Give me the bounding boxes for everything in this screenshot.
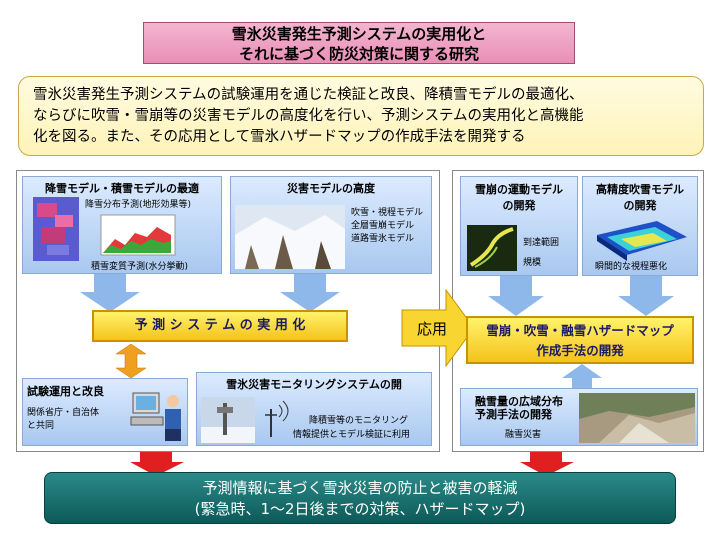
avalanche-title-line-1: 雪崩の運動モデル: [475, 183, 563, 196]
blizzard-model-box: 高精度吹雪モデル の開発 瞬間的な視程悪化: [582, 176, 698, 276]
down-arrow-snow-model: [80, 274, 140, 312]
landslide-photo: [579, 393, 695, 443]
avalanche-model-box: 雪崩の運動モデル の開発 到達範囲 規模: [460, 176, 578, 276]
summary-box: 雪氷災害発生予測システムの試験運用を通じた検証と改良、降積雪モデルの最適化、 な…: [18, 76, 704, 156]
trial-title: 試験運用と改良: [27, 385, 104, 398]
page-title: 雪氷災害発生予測システムの実用化と それに基づく防災対策に関する研究: [143, 22, 575, 64]
computer-user-icon: [130, 392, 181, 441]
monitoring-title: 雪氷災害モニタリングシステムの開: [226, 378, 402, 391]
snowmelt-item-1: 融雪災害: [505, 430, 542, 440]
bidirectional-arrow: [115, 343, 147, 379]
snow-model-title: 降雪モデル・積雪モデルの最適: [45, 182, 199, 195]
prediction-system-bar: 予 測 シ ス テ ム の 実 用 化: [92, 310, 348, 342]
avalanche-item-1: 到達範囲: [523, 238, 560, 248]
summary-line-1: 雪氷災害発生予測システムの試験運用を通じた検証と改良、降積雪モデルの最適化、: [33, 87, 584, 103]
hazard-map-line-2: 作成手法の開発: [536, 343, 624, 358]
snowfall-map-image: [33, 197, 79, 261]
hazard-map-line-1: 雪崩・吹雪・融雪ハザードマップ: [486, 323, 674, 338]
summary-line-3: 化を図る。また、その応用として雪氷ハザードマップの作成手法を開発する: [33, 129, 526, 145]
trial-line-1: 関係省庁・自治体: [27, 408, 100, 418]
down-arrows-right: [488, 276, 674, 316]
outcome-line-1: 予測情報に基づく雪氷災害の防止と被害の軽減: [202, 479, 518, 497]
disaster-model-title: 災害モデルの高度: [287, 182, 375, 195]
outcome-line-2: (緊急時、1～2日後までの対策、ハザードマップ): [194, 500, 526, 518]
blizzard-simulation-image: [597, 221, 687, 261]
title-line-1: 雪氷災害発生予測システムの実用化と: [231, 25, 487, 43]
monitoring-box: 雪氷災害モニタリングシステムの開 降積雪等のモニタリング 情報提供とモデル検証に…: [196, 372, 432, 446]
snow-profile-graph: [100, 214, 176, 256]
snow-model-note-2: 積雪変質予測(水分挙動): [91, 262, 189, 272]
prediction-system-label: 予 測 シ ス テ ム の 実 用 化: [134, 318, 306, 333]
blizzard-title-line-1: 高精度吹雪モデル: [596, 183, 684, 196]
avalanche-title-line-2: の開発: [502, 199, 536, 212]
disaster-model-item-1: 吹雪・視程モデル: [351, 208, 424, 218]
snowmelt-title-line-1: 融雪量の広域分布: [475, 395, 563, 408]
snow-model-note-1: 降雪分布予測(地形効果等): [85, 200, 192, 210]
snow-slope-photo: [235, 205, 345, 269]
disaster-model-box: 災害モデルの高度 吹雪・視程モデル 全層雪崩モデル 道路雪氷モデル: [230, 176, 432, 274]
red-arrow-left: [130, 452, 184, 476]
down-arrow-blizzard: [618, 276, 674, 316]
monitoring-station-photo: [201, 397, 255, 443]
snowmelt-box: 融雪量の広域分布 予測手法の開発 融雪災害: [460, 388, 698, 446]
down-arrow-disaster-model: [280, 274, 340, 312]
monitoring-item-1: 降積雪等のモニタリング: [309, 416, 409, 426]
trial-box: 試験運用と改良 関係省庁・自治体 と共同: [22, 378, 188, 446]
avalanche-simulation-image: [467, 225, 517, 271]
down-arrows-left: [80, 274, 340, 312]
outcome-box: 予測情報に基づく雪氷災害の防止と被害の軽減 (緊急時、1～2日後までの対策、ハザ…: [44, 472, 676, 524]
up-arrow-snowmelt: [562, 364, 602, 390]
summary-line-2: ならびに吹雪・雪崩等の災害モデルの高度化を行い、予測システムの実用化と高機能: [33, 108, 584, 124]
red-arrows: [130, 452, 574, 476]
title-line-2: それに基づく防災対策に関する研究: [238, 45, 479, 63]
monitoring-item-2: 情報提供とモデル検証に利用: [293, 430, 411, 440]
disaster-model-item-2: 全層雪崩モデル: [351, 221, 415, 231]
application-label: 応用: [416, 320, 447, 338]
application-arrow: [401, 288, 475, 368]
snow-model-box: 降雪モデル・積雪モデルの最適 降雪分布予測(地形効果等) 積雪変質予測(水分挙動…: [22, 176, 222, 274]
avalanche-item-2: 規模: [523, 258, 542, 268]
blizzard-title-line-2: の開発: [623, 199, 657, 212]
disaster-model-item-3: 道路雪氷モデル: [351, 234, 415, 244]
blizzard-item-1: 瞬間的な視程悪化: [595, 262, 668, 272]
trial-line-2: と共同: [27, 421, 55, 431]
hazard-map-box: 雪崩・吹雪・融雪ハザードマップ 作成手法の開発: [466, 316, 694, 364]
antenna-icon: [265, 400, 289, 437]
snowmelt-title-line-2: 予測手法の開発: [475, 408, 552, 421]
red-arrow-right: [520, 452, 574, 476]
down-arrow-avalanche: [488, 276, 544, 316]
